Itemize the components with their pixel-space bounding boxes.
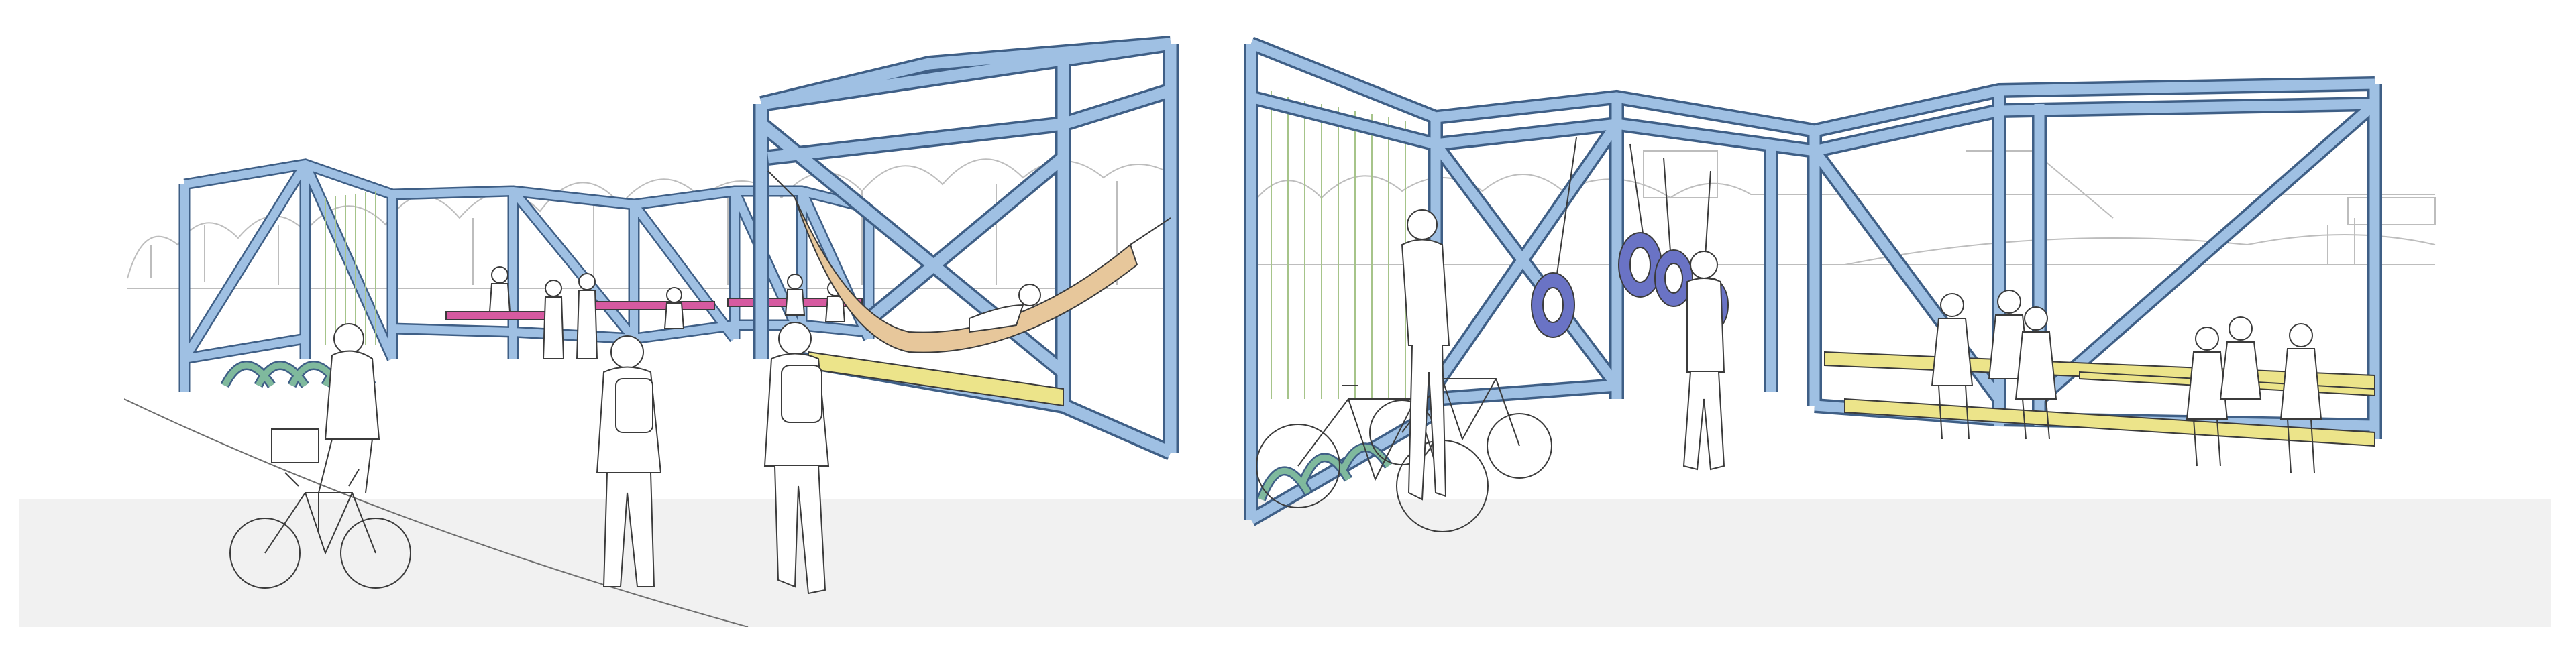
cyclist bbox=[229, 323, 411, 589]
left-bike-rack bbox=[220, 361, 376, 388]
person-at-swing bbox=[1682, 251, 1725, 471]
left-near-pavilion bbox=[753, 36, 1179, 460]
student-walking-1 bbox=[596, 335, 662, 587]
left-far-pavilion bbox=[178, 158, 875, 392]
left-near-bench bbox=[808, 351, 1064, 407]
left-scene-svg bbox=[124, 36, 1179, 627]
left-ground-line bbox=[124, 398, 749, 627]
left-scene-panel bbox=[124, 23, 1181, 627]
reclining-person bbox=[969, 284, 1041, 333]
right-scene-panel bbox=[1241, 23, 2442, 533]
left-mesh-screen bbox=[325, 191, 376, 345]
seated-people bbox=[1931, 290, 2322, 473]
right-pavilion-frames bbox=[1244, 36, 2382, 526]
ground-band bbox=[19, 499, 2551, 627]
hammock bbox=[794, 197, 1138, 353]
student-walking-2 bbox=[763, 322, 830, 595]
standing-person-with-bicycle bbox=[1401, 209, 1450, 501]
right-scene-svg bbox=[1244, 36, 2436, 532]
parked-bicycle-2 bbox=[1369, 378, 1552, 479]
